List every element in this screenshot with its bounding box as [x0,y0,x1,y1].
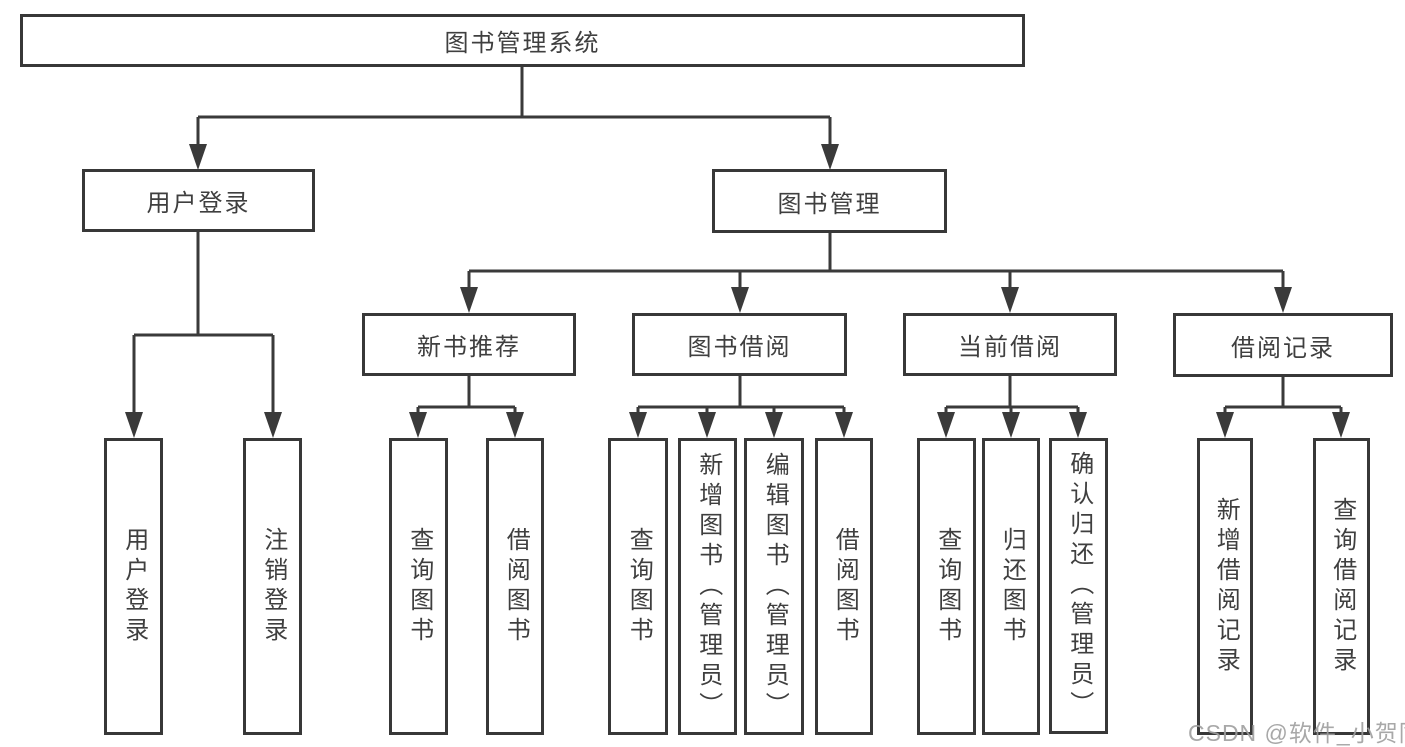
leaf-label: 注销登录 [259,526,287,647]
leaf-return-books: 归还图书 [982,438,1040,735]
node-book-management: 图书管理 [712,169,947,233]
node-book-borrowing: 图书借阅 [632,313,847,376]
node-root: 图书管理系统 [20,14,1025,67]
node-user-login: 用户登录 [82,169,315,232]
leaf-borrow-books: 借阅图书 [815,438,873,735]
leaf-borrow-books-recommend: 借阅图书 [486,438,544,735]
leaf-add-books-admin: 新增图书（管理员） [678,438,737,735]
leaf-label: 确认归还（管理员） [1065,451,1093,721]
node-current-borrowing: 当前借阅 [903,313,1117,376]
leaf-label: 归还图书 [998,526,1026,647]
node-borrow-records: 借阅记录 [1173,313,1393,377]
leaf-label: 查询图书 [405,526,433,647]
leaf-query-books-current: 查询图书 [917,438,976,735]
leaf-label: 新增图书（管理员） [694,451,722,722]
leaf-logout: 注销登录 [243,438,302,735]
csdn-watermark: CSDN @软件_小贺同学 [1188,720,1405,746]
leaf-label: 用户登录 [120,526,148,647]
leaf-label: 查询图书 [933,526,961,647]
leaf-query-books-recommend: 查询图书 [389,438,448,735]
leaf-confirm-return-admin: 确认归还（管理员） [1049,438,1108,734]
leaf-label: 借阅图书 [502,526,530,647]
leaf-edit-books-admin: 编辑图书（管理员） [744,438,804,735]
leaf-query-borrow-record: 查询借阅记录 [1313,438,1370,735]
leaf-query-books-borrowing: 查询图书 [608,438,668,735]
node-new-book-recommend: 新书推荐 [362,313,576,376]
leaf-label: 借阅图书 [831,526,859,647]
leaf-label: 查询借阅记录 [1328,496,1356,677]
leaf-label: 编辑图书（管理员） [761,451,789,722]
leaf-add-borrow-record: 新增借阅记录 [1197,438,1253,735]
leaf-label: 查询图书 [625,526,653,647]
leaf-label: 新增借阅记录 [1212,496,1240,677]
leaf-user-login: 用户登录 [104,438,163,735]
